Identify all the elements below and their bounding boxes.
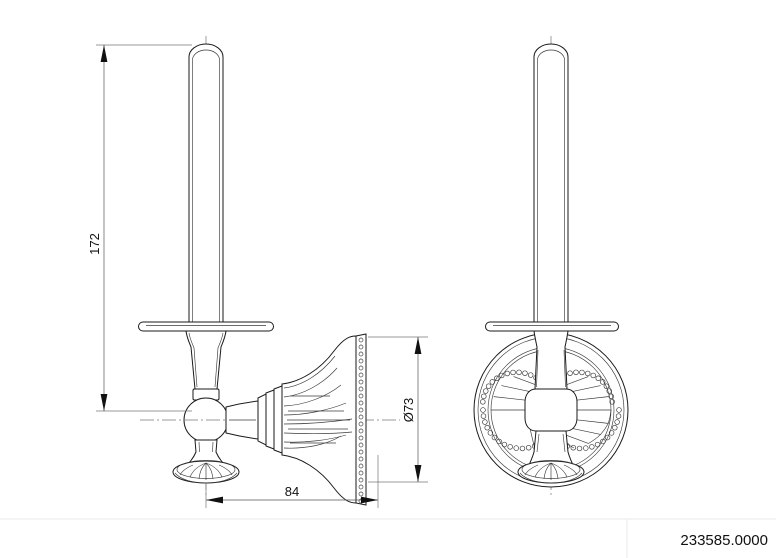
title-block-frame [0, 518, 776, 558]
dimension-value-depth: 84 [285, 484, 299, 499]
bottom-finial-side [172, 460, 240, 484]
bottom-finial-front [517, 460, 585, 484]
dimension-value-height: 172 [87, 233, 102, 255]
part-number-label: 233585.0000 [680, 532, 768, 549]
dimension-value-diameter: Ø73 [401, 398, 416, 423]
view-side-elevation [138, 36, 400, 506]
rosette-backplate-front [473, 330, 629, 488]
dimension-diameter-73: Ø73 [368, 336, 428, 483]
neck-front [533, 330, 569, 390]
neck-side [185, 330, 227, 390]
dimension-depth-84: 84 [205, 455, 379, 508]
wall-arm-side [225, 400, 259, 440]
rosette-hub-front [524, 388, 578, 432]
view-front-elevation [473, 36, 629, 497]
lower-stem-front [527, 430, 575, 468]
escutcheon-collar-side [257, 385, 283, 454]
shelf-plate-front [485, 321, 619, 332]
rosette-petal-arcs [588, 409, 612, 444]
shelf-plate-side [138, 321, 274, 332]
escutcheon-bead-band [358, 337, 364, 504]
upright-post-front [533, 43, 569, 327]
dimension-height-172: 172 [87, 44, 192, 412]
upright-post-side [188, 43, 224, 327]
wall-escutcheon-side [281, 333, 367, 506]
